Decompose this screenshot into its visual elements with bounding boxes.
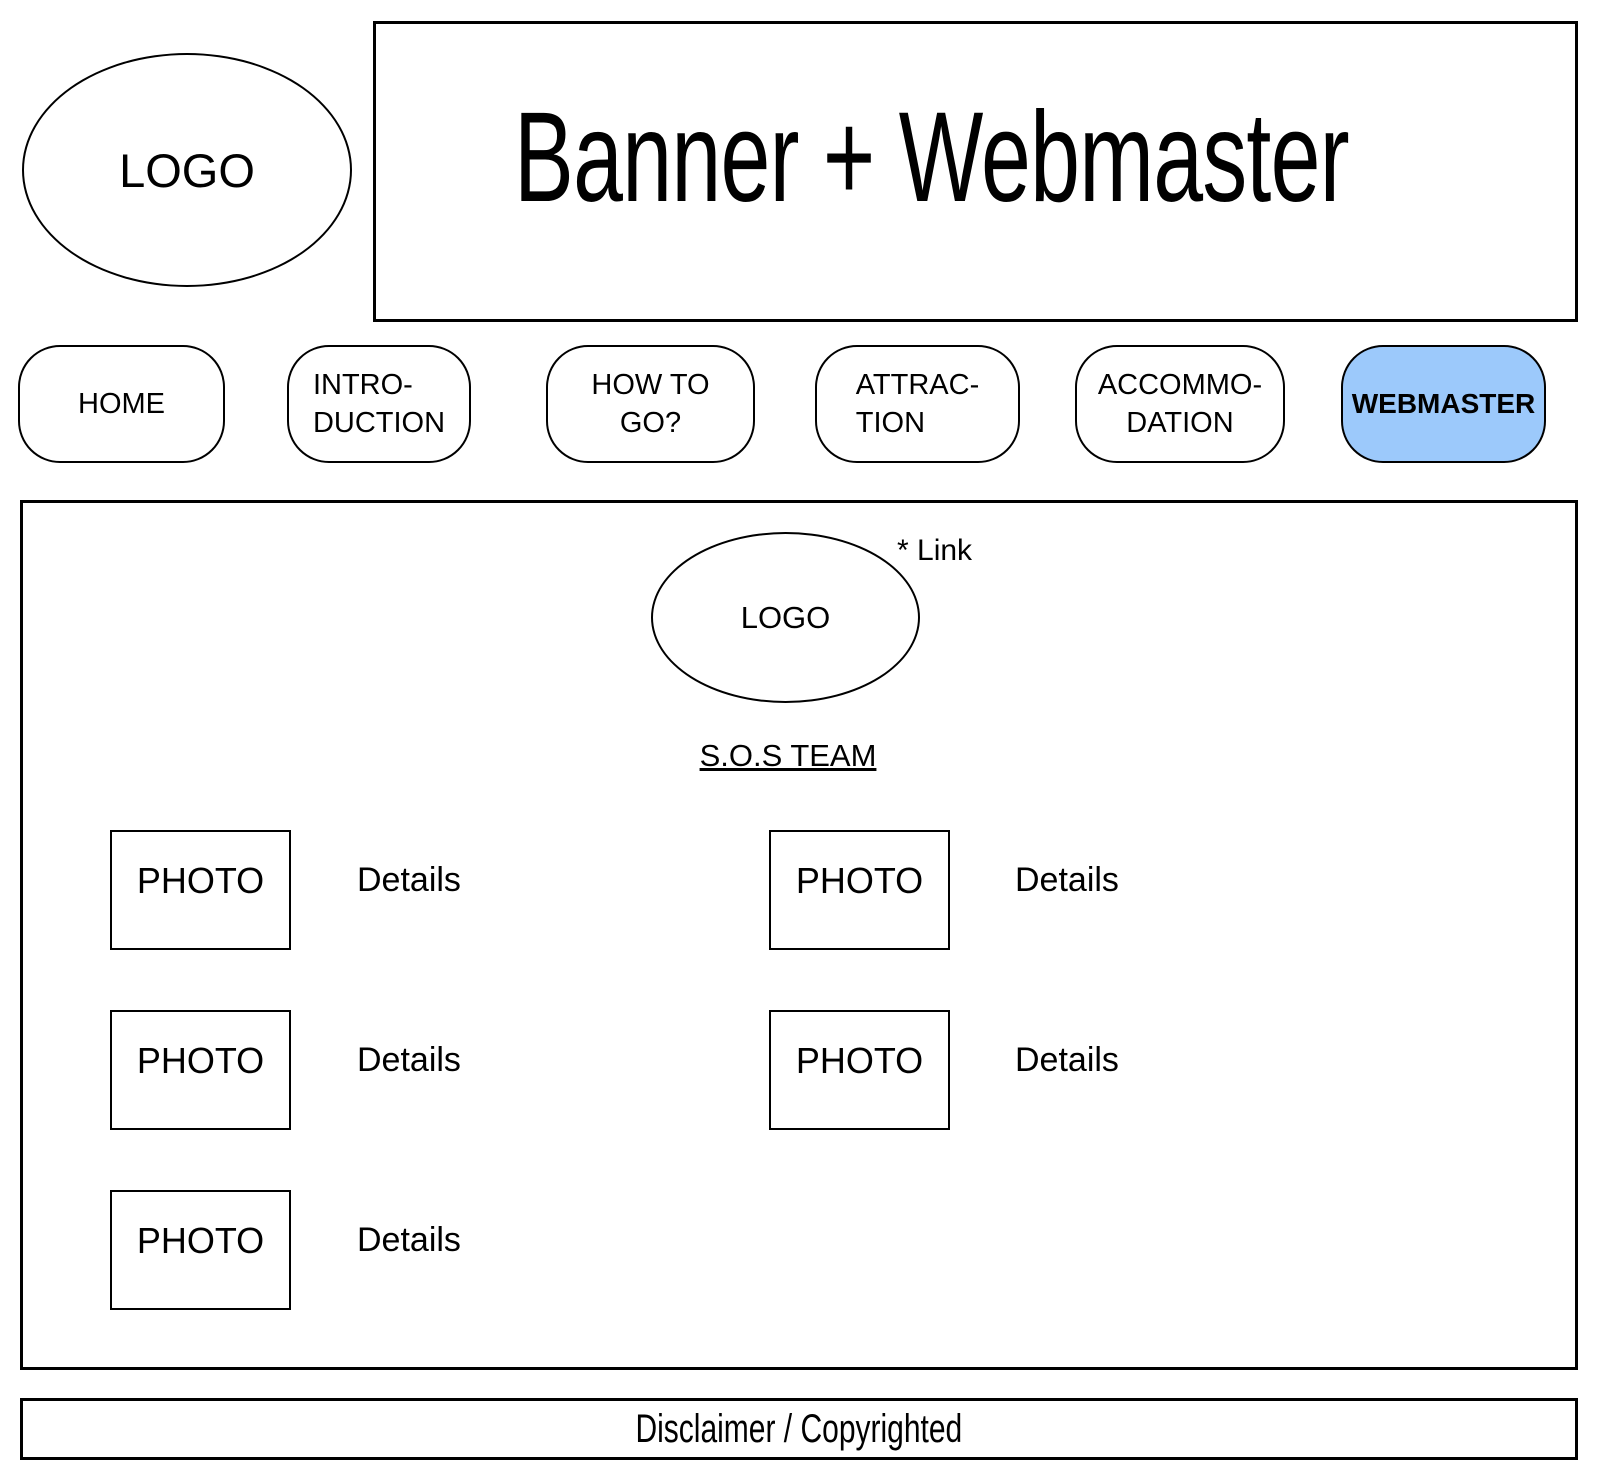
photo-label: PHOTO bbox=[795, 860, 924, 901]
photo-placeholder: PHOTO bbox=[769, 830, 950, 950]
details-label: Details bbox=[1015, 861, 1119, 899]
photo-label: PHOTO bbox=[795, 1040, 924, 1081]
banner-title: Banner + Webmaster bbox=[514, 85, 1350, 229]
photo-placeholder: PHOTO bbox=[769, 1010, 950, 1130]
nav-item-webmaster-label: WEBMASTER bbox=[1351, 388, 1536, 419]
nav-item-attraction-label-line1: ATTRAC- bbox=[855, 369, 980, 401]
footer-bar: Disclaimer / Copyrighted bbox=[20, 1398, 1578, 1460]
nav-item-webmaster[interactable]: WEBMASTER bbox=[1341, 345, 1546, 463]
link-annotation: * Link bbox=[897, 534, 973, 567]
site-logo-placeholder: LOGO bbox=[22, 53, 352, 287]
nav-item-home[interactable]: HOME bbox=[18, 345, 225, 463]
team-logo-label: LOGO bbox=[740, 599, 831, 635]
nav-item-how-to-go-label-line2: GO? bbox=[619, 407, 682, 439]
photo-label: PHOTO bbox=[136, 1040, 265, 1081]
footer-disclaimer-text: Disclaimer / Copyrighted bbox=[635, 1407, 963, 1451]
nav-item-attraction-label-line2: TION bbox=[855, 407, 926, 439]
nav-item-introduction-label-line2: DUCTION bbox=[312, 407, 446, 439]
nav-item-home-label: HOME bbox=[78, 388, 165, 420]
nav-item-accommodation[interactable]: ACCOMMO- DATION bbox=[1075, 345, 1285, 463]
photo-label: PHOTO bbox=[136, 860, 265, 901]
nav-item-accommodation-label-line1: ACCOMMO- bbox=[1097, 369, 1263, 401]
team-logo-link[interactable]: LOGO bbox=[651, 532, 920, 703]
nav-item-introduction-label-line1: INTRO- bbox=[312, 369, 413, 401]
details-label: Details bbox=[357, 861, 461, 899]
site-logo-label: LOGO bbox=[119, 143, 255, 197]
details-label: Details bbox=[357, 1221, 461, 1259]
section-heading: S.O.S TEAM bbox=[699, 738, 877, 773]
details-label: Details bbox=[1015, 1041, 1119, 1079]
photo-placeholder: PHOTO bbox=[110, 1190, 291, 1310]
photo-label: PHOTO bbox=[136, 1220, 265, 1261]
nav-item-accommodation-label-line2: DATION bbox=[1126, 407, 1234, 439]
nav-item-introduction[interactable]: INTRO- DUCTION bbox=[287, 345, 471, 463]
banner: Banner + Webmaster bbox=[373, 21, 1578, 322]
nav-item-attraction[interactable]: ATTRAC- TION bbox=[815, 345, 1020, 463]
nav-item-how-to-go[interactable]: HOW TO GO? bbox=[546, 345, 755, 463]
photo-placeholder: PHOTO bbox=[110, 830, 291, 950]
photo-placeholder: PHOTO bbox=[110, 1010, 291, 1130]
details-label: Details bbox=[357, 1041, 461, 1079]
nav-item-how-to-go-label-line1: HOW TO bbox=[591, 369, 710, 401]
